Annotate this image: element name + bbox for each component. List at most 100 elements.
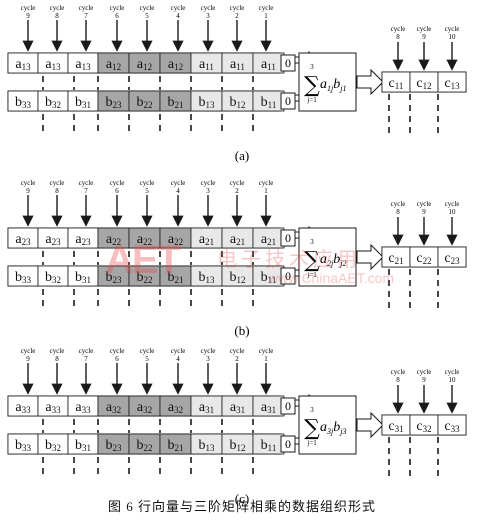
sum-upper: 3 <box>310 238 314 246</box>
register-value: a12 <box>106 57 121 72</box>
register-value: b12 <box>230 270 246 285</box>
sigma-symbol: ∑ <box>304 73 320 98</box>
cycle-number: 2 <box>235 187 239 195</box>
zero-value: 0 <box>285 94 291 108</box>
register-value: b11 <box>261 95 277 110</box>
zero-value: 0 <box>285 56 291 70</box>
cycle-number: 6 <box>115 187 119 195</box>
cycle-number: 3 <box>206 355 210 363</box>
register-value: b33 <box>15 95 32 110</box>
register-value: a21 <box>230 232 245 247</box>
register-value: b13 <box>199 95 216 110</box>
cycle-number: 9 <box>26 12 30 20</box>
register-value: b21 <box>168 95 184 110</box>
cycle-number: 4 <box>176 355 180 363</box>
cycle-label: cycle <box>171 4 186 12</box>
output-value: c13 <box>444 76 460 91</box>
register-value: b22 <box>137 438 153 453</box>
cycle-number: 9 <box>422 208 426 216</box>
cycle-number: 5 <box>145 355 149 363</box>
cycle-label: cycle <box>230 347 245 355</box>
sum-formula: a3jbj3 <box>320 420 346 436</box>
cycle-label: cycle <box>21 347 36 355</box>
cycle-label: cycle <box>21 4 36 12</box>
cycle-number: 7 <box>84 355 88 363</box>
register-value: a31 <box>261 400 276 415</box>
register-value: a33 <box>75 400 91 415</box>
register-value: b22 <box>137 95 153 110</box>
cycle-label: cycle <box>201 4 216 12</box>
cycle-number: 2 <box>235 12 239 20</box>
cycle-number: 10 <box>449 33 457 41</box>
register-value: a11 <box>261 57 276 72</box>
output-value: c33 <box>444 419 460 434</box>
cycle-label: cycle <box>171 347 186 355</box>
cycle-label: cycle <box>391 200 406 208</box>
cycle-label: cycle <box>445 368 460 376</box>
cycle-label: cycle <box>417 368 432 376</box>
register-value: a32 <box>168 400 183 415</box>
zero-value: 0 <box>285 437 291 451</box>
cycle-number: 4 <box>176 12 180 20</box>
sum-box <box>298 52 357 112</box>
sum-formula: a1jbj1 <box>320 77 346 93</box>
register-value: b31 <box>75 438 91 453</box>
cycle-number: 1 <box>264 187 268 195</box>
register-value: a31 <box>199 400 214 415</box>
sigma-symbol: ∑ <box>304 248 320 273</box>
cycle-number: 10 <box>449 208 457 216</box>
zero-value: 0 <box>285 269 291 283</box>
register-value: a22 <box>168 232 183 247</box>
cycle-number: 6 <box>115 12 119 20</box>
cycle-label: cycle <box>79 347 94 355</box>
register-value: a23 <box>75 232 91 247</box>
register-value: b21 <box>168 270 184 285</box>
output-cell <box>437 414 467 436</box>
register-value: a23 <box>15 232 31 247</box>
cycle-label: cycle <box>259 4 274 12</box>
register-value: b13 <box>199 438 216 453</box>
zero-value: 0 <box>285 231 291 245</box>
register-value: b23 <box>106 438 123 453</box>
cycle-number: 8 <box>55 187 59 195</box>
register-value: a33 <box>45 400 61 415</box>
register-value: a13 <box>45 57 61 72</box>
register-value: b11 <box>261 438 277 453</box>
register-value: b32 <box>45 438 61 453</box>
cycle-number: 10 <box>449 376 457 384</box>
register-value: b12 <box>230 438 246 453</box>
cycle-number: 8 <box>55 12 59 20</box>
cycle-label: cycle <box>201 347 216 355</box>
register-value: a33 <box>15 400 31 415</box>
register-value: b21 <box>168 438 184 453</box>
cycle-label: cycle <box>259 179 274 187</box>
cycle-label: cycle <box>230 4 245 12</box>
cycle-label: cycle <box>110 4 125 12</box>
output-value: c32 <box>416 419 431 434</box>
register-value: a21 <box>261 232 276 247</box>
register-value: a31 <box>230 400 245 415</box>
cycle-label: cycle <box>230 179 245 187</box>
cycle-label: cycle <box>391 368 406 376</box>
cycle-label: cycle <box>110 179 125 187</box>
cycle-label: cycle <box>417 25 432 33</box>
cycle-number: 7 <box>84 187 88 195</box>
cycle-label: cycle <box>445 200 460 208</box>
register-value: b31 <box>75 270 91 285</box>
sigma-symbol: ∑ <box>304 416 320 441</box>
cycle-label: cycle <box>391 25 406 33</box>
zero-value: 0 <box>285 399 291 413</box>
register-value: a22 <box>106 232 121 247</box>
watermark-logo: AET <box>105 238 181 282</box>
cycle-label: cycle <box>171 179 186 187</box>
sum-upper: 3 <box>310 63 314 71</box>
figure-caption: 图 6 行向量与三阶矩阵相乘的数据组织形式 <box>107 499 376 514</box>
register-value: b23 <box>106 95 123 110</box>
cycle-number: 8 <box>396 33 400 41</box>
watermark-url: www.ChinaAET.com <box>268 270 395 286</box>
register-value: a22 <box>137 232 152 247</box>
cycle-number: 8 <box>396 376 400 384</box>
cycle-number: 9 <box>26 355 30 363</box>
register-value: a13 <box>15 57 31 72</box>
